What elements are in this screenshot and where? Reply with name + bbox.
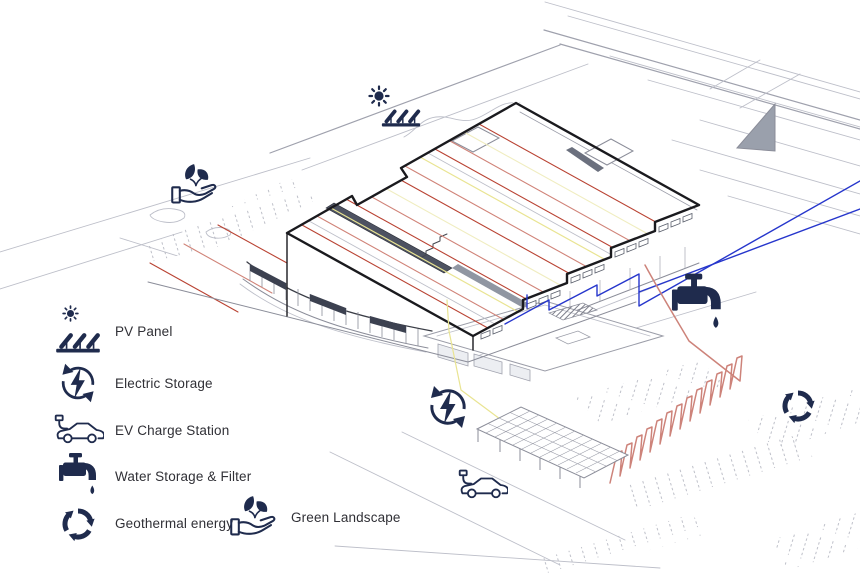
front-low-building: [422, 300, 665, 382]
legend-label-geothermal-energy: Geothermal energy: [115, 515, 234, 531]
solar-canopy: [475, 406, 630, 488]
ev-charge-station-icon: [50, 414, 106, 446]
ev-car-icon: [458, 469, 508, 499]
heating-lines: [301, 123, 682, 336]
electrical-lines: [446, 299, 501, 420]
legend-item-ev-charge-station: EV Charge Station: [50, 414, 229, 446]
clerestory-windows: [480, 212, 693, 340]
electric-storage-icon: [50, 361, 106, 405]
sun-icon: [368, 85, 390, 107]
green-landscape-icon: [226, 494, 282, 541]
sun-and-pv-panel-icon: [50, 305, 106, 357]
legend-label-pv-panel: PV Panel: [115, 323, 173, 339]
pv-panel-icon: [381, 109, 421, 128]
legend-label-electric-storage: Electric Storage: [115, 375, 213, 391]
legend-label-ev-charge-station: EV Charge Station: [115, 422, 230, 438]
floor-plate-outline: [285, 101, 701, 338]
geothermal-loop: [609, 264, 743, 484]
green-landscape-icon: [171, 163, 217, 204]
legend-item-water-storage-filter: Water Storage & Filter: [50, 452, 251, 500]
geothermal-recycle-icon: [50, 501, 106, 545]
legend-item-geothermal-energy: Geothermal energy: [50, 501, 233, 545]
legend-label-water-storage-filter: Water Storage & Filter: [115, 468, 252, 484]
electric-storage-icon: [429, 384, 467, 430]
water-lines: [504, 180, 860, 325]
legend-item-green-landscape: Green Landscape: [226, 494, 401, 541]
water-tap-icon: [50, 452, 106, 500]
water-tap-icon: [671, 273, 721, 328]
legend-item-pv-panel: PV Panel: [50, 305, 173, 357]
building-axonometric: [147, 101, 701, 382]
legend-item-electric-storage: Electric Storage: [50, 361, 213, 405]
legend-label-green-landscape: Green Landscape: [291, 510, 401, 525]
